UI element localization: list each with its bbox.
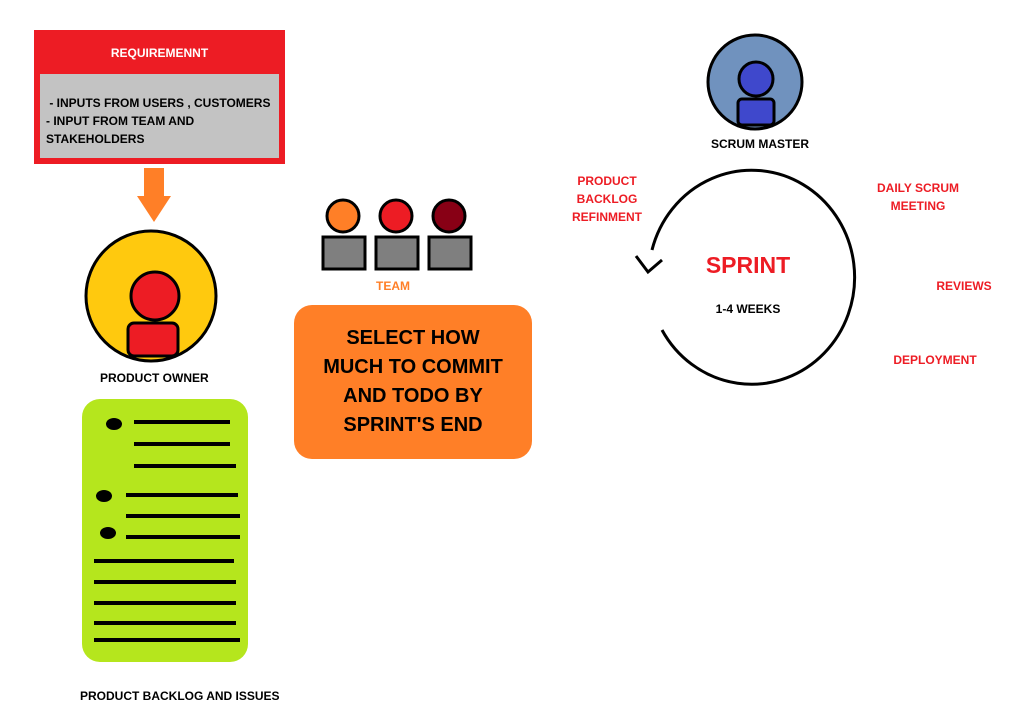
team-label: TEAM <box>376 279 410 293</box>
scrum-master-label: SCRUM MASTER <box>711 137 809 151</box>
sprint-title: SPRINT <box>705 252 791 278</box>
requirement-title: REQUIREMENNT <box>110 46 209 60</box>
activity-line: DAILY SCRUM <box>876 181 959 195</box>
requirement-box: REQUIREMENNT - INPUTS FROM USERS , CUSTO… <box>34 30 285 164</box>
activity-line: REFINMENT <box>572 210 642 224</box>
down-arrow-icon <box>137 168 171 222</box>
activity-line: MEETING <box>890 199 946 213</box>
commit-line: AND TODO BY <box>343 385 483 407</box>
activity-deployment: DEPLOYMENT <box>893 353 977 367</box>
activity-reviews: REVIEWS <box>936 279 992 293</box>
commit-line: SELECT HOW <box>346 327 480 349</box>
activity-line: BACKLOG <box>576 192 638 206</box>
activity-line: PRODUCT <box>577 174 637 188</box>
backlog-label: PRODUCT BACKLOG AND ISSUES <box>80 689 280 703</box>
requirement-line: STAKEHOLDERS <box>46 132 145 146</box>
activity-backlog-refinement: PRODUCT BACKLOG REFINMENT <box>560 172 654 226</box>
team-member-icon <box>427 198 473 271</box>
sprint-duration: 1-4 WEEKS <box>715 302 781 316</box>
product-owner-icon <box>84 229 218 363</box>
backlog-document-icon <box>82 399 248 662</box>
team-member-icon <box>321 198 367 271</box>
team-member-icon <box>374 198 420 271</box>
requirement-line: - INPUT FROM TEAM AND <box>46 114 195 128</box>
sprint-cycle-icon <box>634 168 857 386</box>
product-owner-label: PRODUCT OWNER <box>100 371 209 385</box>
activity-daily-scrum: DAILY SCRUM MEETING <box>866 179 970 215</box>
commit-line: MUCH TO COMMIT <box>323 356 503 378</box>
scrum-master-icon <box>706 33 804 131</box>
requirement-details: - INPUTS FROM USERS , CUSTOMERS - INPUT … <box>40 74 279 158</box>
commit-box: SELECT HOW MUCH TO COMMIT AND TODO BY SP… <box>294 305 532 459</box>
requirement-line: - INPUTS FROM USERS , CUSTOMERS <box>46 96 271 110</box>
commit-line: SPRINT'S END <box>343 414 483 436</box>
